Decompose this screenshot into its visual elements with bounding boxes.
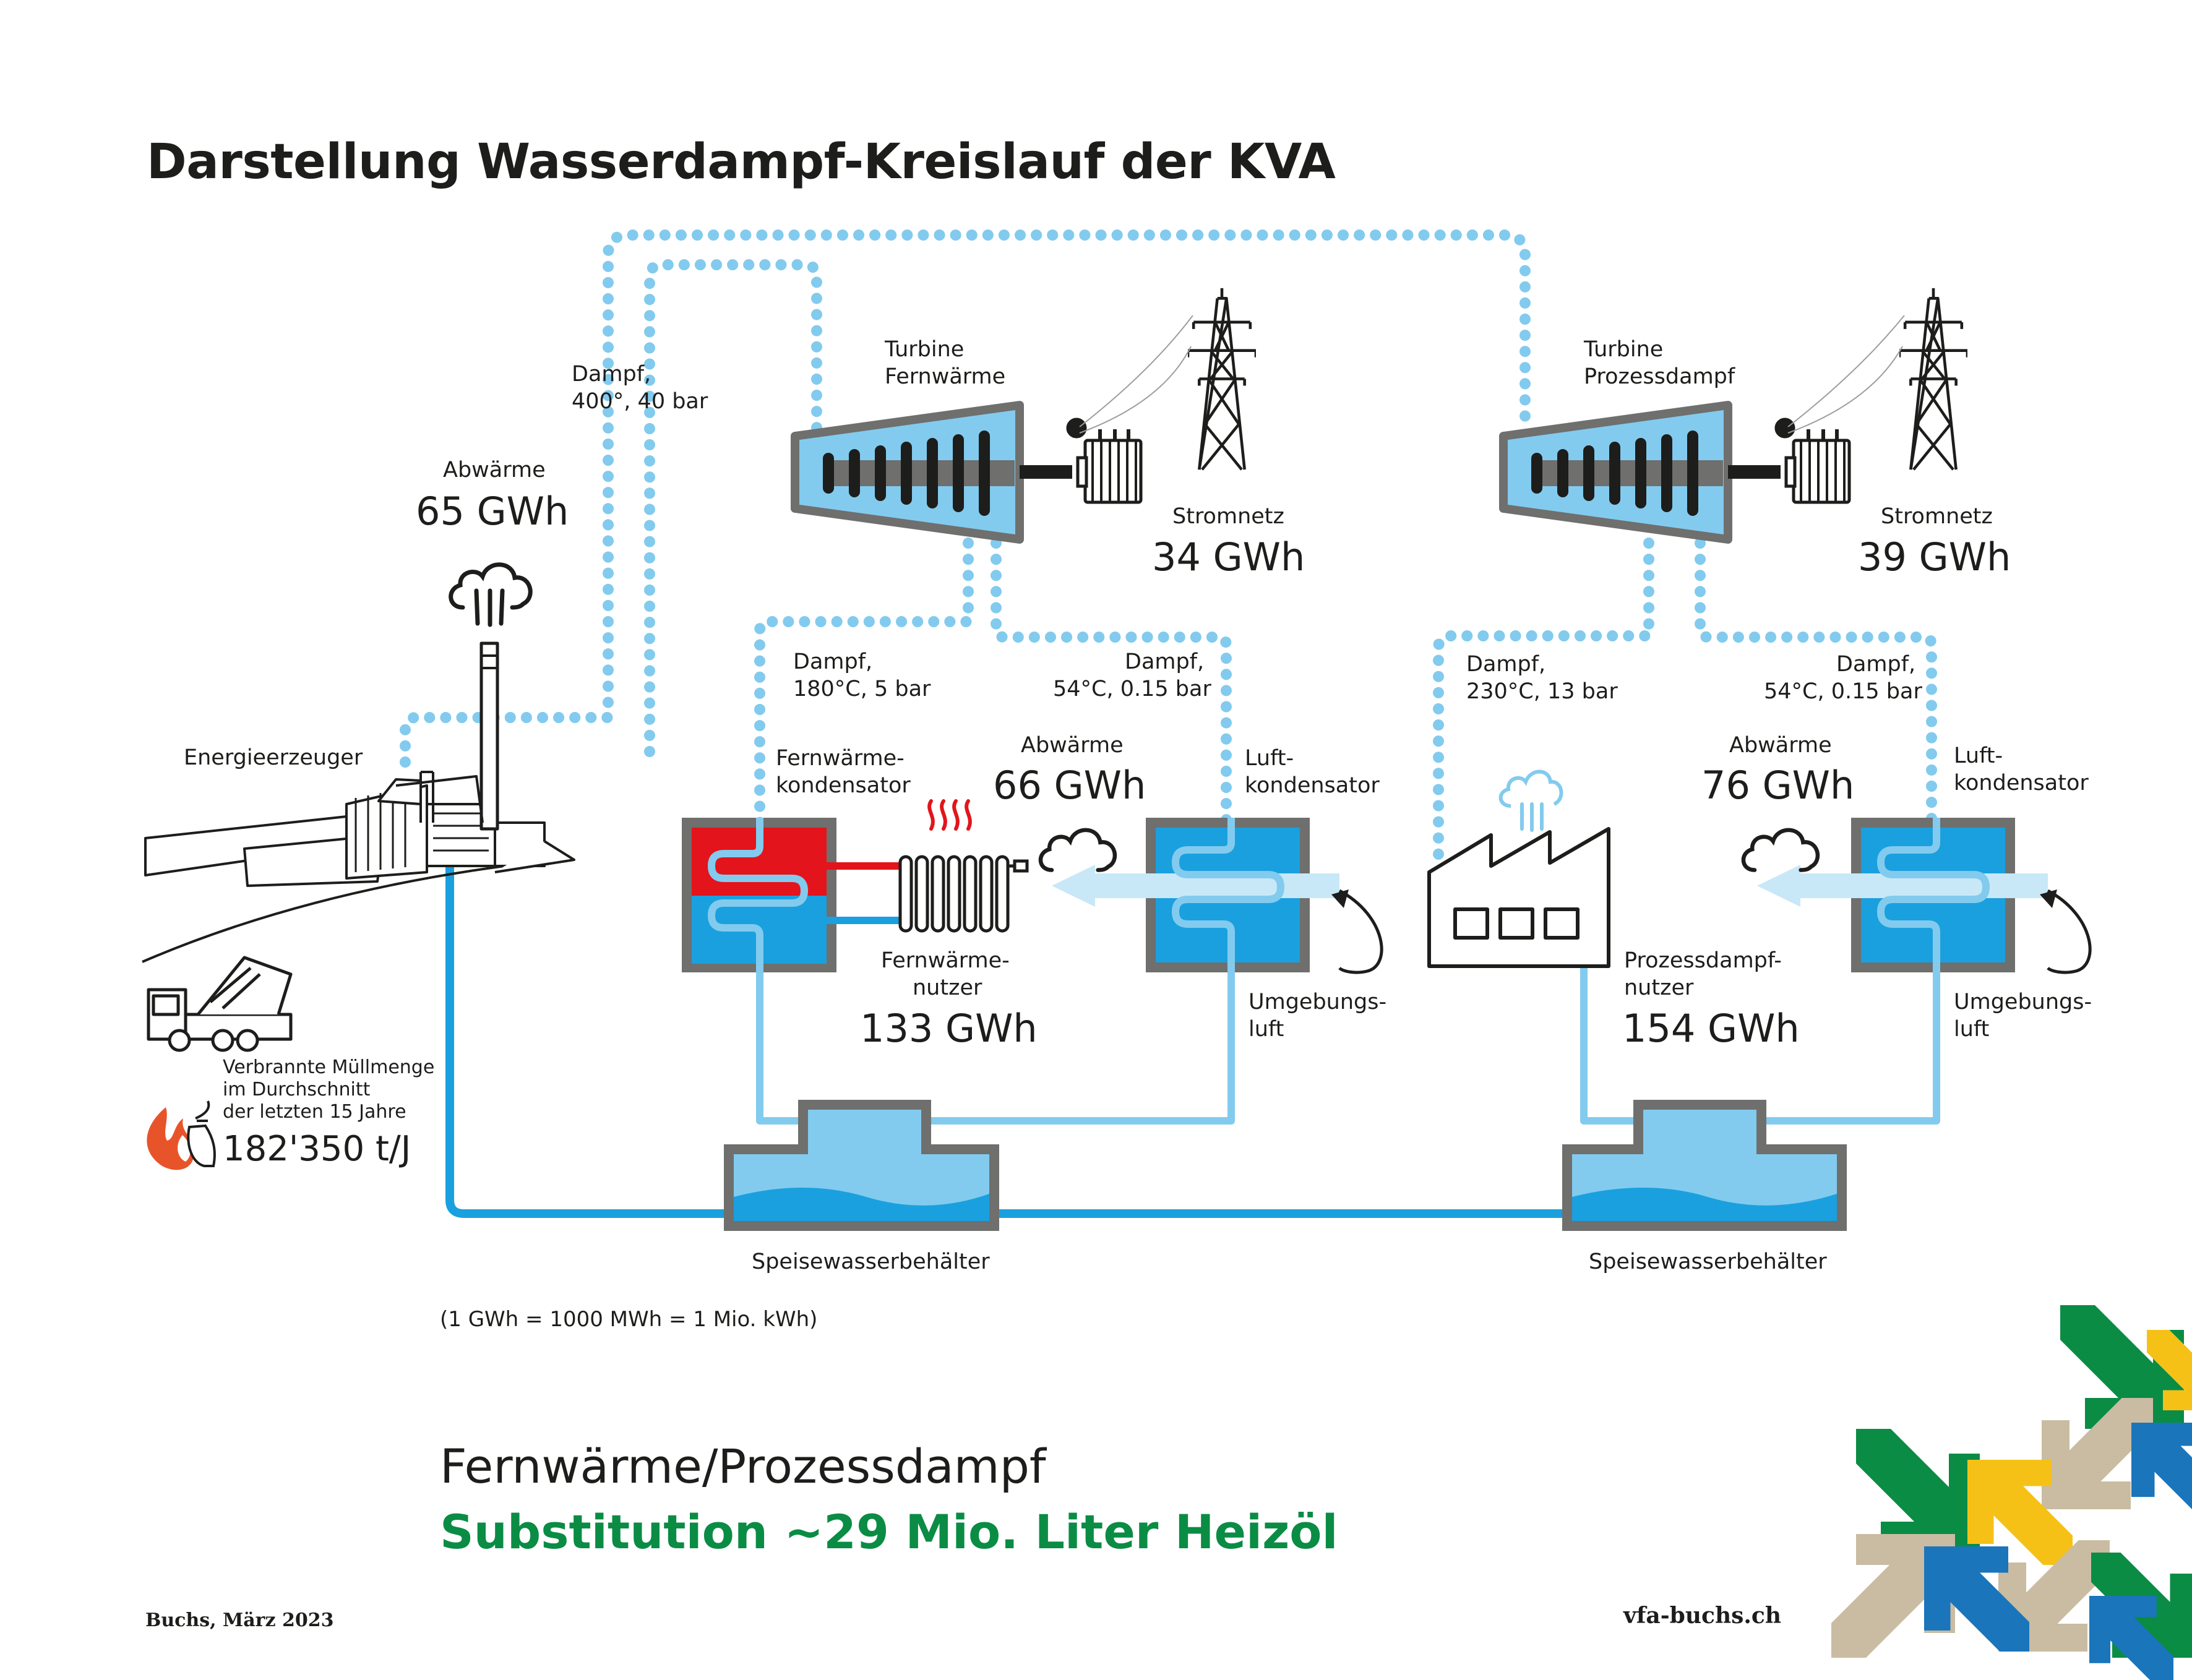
turbine-right-label-1: Turbine (1584, 337, 1664, 362)
process-user-label-2: nutzer (1624, 975, 1694, 1000)
feedwater-tank-left-icon (724, 1100, 999, 1231)
heat-waves-icon (927, 799, 972, 831)
transformer-right-icon (1776, 419, 1849, 502)
vfa-logo-icon (1831, 1305, 2192, 1680)
steam-cold-left-label-1: Dampf, (1125, 649, 1205, 674)
process-user-label-1: Prozessdampf- (1624, 948, 1782, 973)
turbine-left-label-2: Fernwärme (885, 364, 1006, 389)
plant-illustration (142, 641, 575, 963)
steam-hot-right-label-1: Dampf, (1466, 652, 1546, 677)
district-user-label-1: Fernwärme- (881, 948, 1010, 973)
feedwater-pipes (445, 859, 1675, 1218)
plant-cloud-icon (451, 565, 531, 627)
air-condenser-left-label-2: kondensator (1245, 773, 1380, 798)
transformer-left-icon (1068, 419, 1141, 502)
footer-main-text: Fernwärme/Prozessdampf (440, 1439, 1046, 1494)
pylon-right-icon (1899, 288, 1967, 469)
steam-pipes (400, 229, 1937, 875)
plant-abwaerme-label: Abwärme (443, 458, 546, 482)
turbine-right-icon (1499, 401, 1781, 544)
district-condenser-label-2: kondensator (776, 773, 911, 798)
turbine-left-icon (791, 401, 1072, 544)
unit-footnote: (1 GWh = 1000 MWh = 1 Mio. kWh) (440, 1307, 818, 1332)
cloud-left-icon (1041, 830, 1115, 870)
turbine-right-label-2: Prozessdampf (1584, 364, 1735, 389)
abwaerme-right-value: 76 GWh (1701, 763, 1855, 808)
feedwater-tank-right-icon (1562, 1100, 1847, 1231)
waste-value: 182'350 t/J (223, 1129, 411, 1169)
factory-icon (1427, 827, 1610, 968)
abwaerme-left-label: Abwärme (1021, 733, 1124, 758)
grid-left-value: 34 GWh (1152, 534, 1305, 580)
air-condenser-right-label-1: Luft- (1954, 744, 2003, 768)
ambient-right-label-2: luft (1954, 1017, 1990, 1042)
waste-fire-icon (147, 1100, 216, 1170)
steam-hot-left-label-1: Dampf, (793, 649, 873, 674)
cloud-right-icon (1743, 830, 1818, 870)
ambient-right-label-1: Umgebungs- (1954, 990, 2092, 1014)
grid-right-label: Stromnetz (1881, 504, 1993, 529)
air-condenser-right-icon (1757, 818, 2092, 974)
radiator-icon (898, 855, 1029, 933)
grid-left-label: Stromnetz (1172, 504, 1284, 529)
factory-steam-icon (1498, 769, 1563, 832)
district-condenser-label-1: Fernwärme- (776, 746, 905, 771)
waste-label-2: im Durchschnitt (223, 1079, 371, 1100)
abwaerme-left-value: 66 GWh (993, 763, 1146, 808)
garbage-truck-icon (147, 956, 293, 1052)
tank-left-label: Speisewasserbehälter (752, 1249, 990, 1274)
footer-highlight-text: Substitution ~29 Mio. Liter Heizöl (440, 1504, 1338, 1559)
page-title: Darstellung Wasserdampf-Kreislauf der KV… (147, 134, 1336, 190)
waste-label-1: Verbrannte Müllmenge (223, 1056, 435, 1078)
tank-right-label: Speisewasserbehälter (1589, 1249, 1827, 1274)
condensate-pipes (756, 956, 1940, 1125)
grid-right-value: 39 GWh (1858, 534, 2011, 580)
ambient-left-label-2: luft (1249, 1017, 1284, 1042)
turbine-left-label-1: Turbine (885, 337, 965, 362)
ambient-left-label-1: Umgebungs- (1249, 990, 1387, 1014)
air-condenser-right-label-2: kondensator (1954, 771, 2089, 795)
air-condenser-left-label-1: Luft- (1245, 746, 1294, 771)
place-date: Buchs, März 2023 (145, 1609, 334, 1631)
plant-label: Energieerzeuger (184, 745, 363, 770)
steam-cold-left-label-2: 54°C, 0.15 bar (1053, 677, 1211, 701)
steam-hot-left-label-2: 180°C, 5 bar (793, 677, 931, 701)
abwaerme-right-label: Abwärme (1729, 733, 1832, 758)
main-steam-label-2: 400°, 40 bar (572, 389, 708, 414)
district-user-label-2: nutzer (913, 975, 982, 1000)
waste-label-3: der letzten 15 Jahre (223, 1101, 406, 1123)
website-link[interactable]: vfa-buchs.ch (1623, 1603, 1782, 1629)
steam-cold-right-label-1: Dampf, (1836, 652, 1916, 677)
pylon-left-icon (1188, 288, 1256, 469)
plant-abwaerme-value: 65 GWh (416, 489, 569, 534)
steam-cold-right-label-2: 54°C, 0.15 bar (1764, 679, 1922, 704)
main-steam-label-1: Dampf, (572, 362, 651, 387)
process-user-value: 154 GWh (1622, 1006, 1800, 1051)
air-condenser-left-icon (1052, 818, 1383, 974)
steam-hot-right-label-2: 230°C, 13 bar (1466, 679, 1618, 704)
district-heat-condenser-icon (682, 818, 903, 972)
district-user-value: 133 GWh (860, 1006, 1038, 1051)
